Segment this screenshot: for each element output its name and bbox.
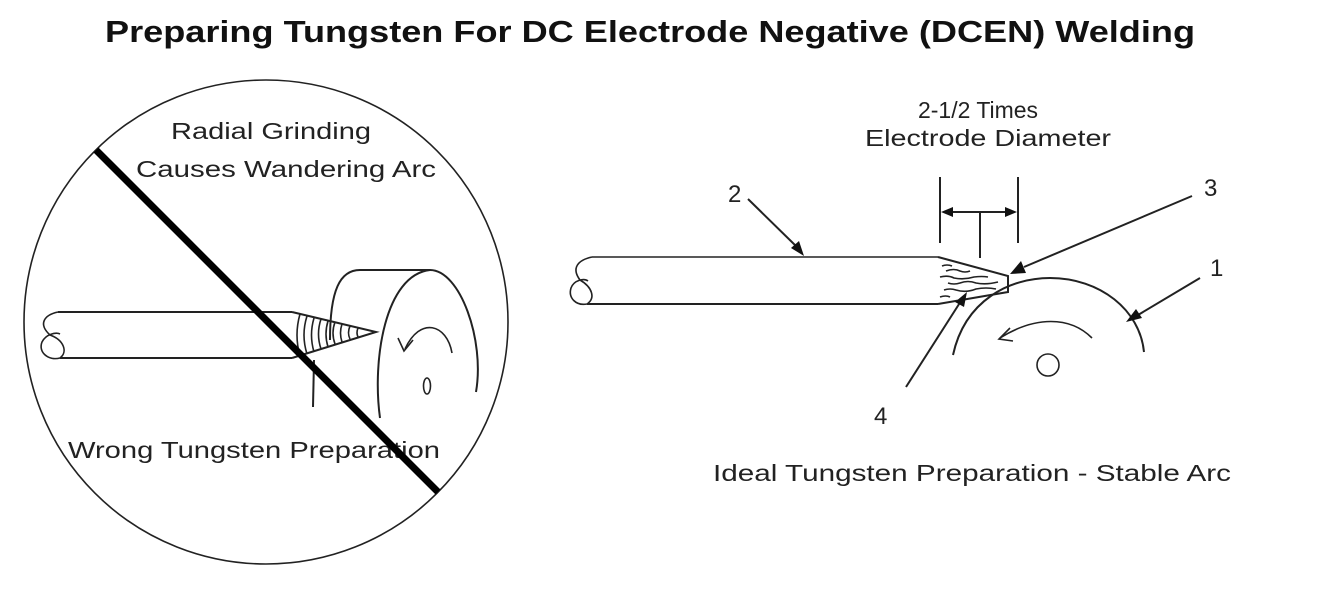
wrong-grinding-wheel — [312, 269, 479, 419]
rod-break-icon — [40, 311, 65, 360]
wrong-heading-line1: Radial Grinding — [171, 118, 371, 144]
prohibited-slash-icon — [93, 147, 441, 495]
wrong-heading-line2: Causes Wandering Arc — [136, 156, 436, 182]
dimension-bracket — [939, 177, 1019, 258]
ground-taper-tip — [937, 256, 1009, 305]
ideal-rotation-arrow-icon — [999, 320, 1093, 339]
prohibition-circle — [23, 79, 509, 565]
wheel-hub — [1036, 353, 1060, 377]
rod-break-icon — [569, 256, 593, 306]
wheel-hub — [422, 377, 432, 395]
diagram-title: Preparing Tungsten For DC Electrode Nega… — [105, 14, 1195, 49]
ideal-caption: Ideal Tungsten Preparation - Stable Arc — [713, 460, 1231, 486]
longitudinal-grind-marks — [939, 264, 999, 298]
ideal-electrode-rod — [569, 256, 1009, 306]
callout-number-3: 3 — [1204, 175, 1217, 202]
dimension-arrow-right-icon — [1005, 207, 1017, 217]
dimension-label-line1: 2-1/2 Times — [918, 97, 1038, 123]
callout-arrow-icon — [791, 241, 804, 256]
wrong-rotation-arrow-icon — [404, 326, 453, 354]
wrong-electrode-rod — [40, 311, 380, 360]
radial-ground-tip — [291, 311, 380, 359]
wrong-caption: Wrong Tungsten Preparation — [68, 437, 440, 463]
callout-arrow-icon — [1010, 261, 1026, 274]
callout-2: 2 — [728, 181, 804, 256]
ideal-preparation-panel: 2-1/2 Times Electrode Diameter — [569, 97, 1231, 486]
callout-number-4: 4 — [874, 403, 887, 430]
callout-arrow-icon — [955, 292, 967, 307]
ideal-grinding-wheel — [952, 276, 1145, 377]
dimension-arrow-left-icon — [941, 207, 953, 217]
callout-arrow-icon — [1126, 309, 1142, 322]
dimension-label-line2: Electrode Diameter — [865, 125, 1111, 151]
callout-3: 3 — [1010, 175, 1217, 274]
callout-number-1: 1 — [1210, 255, 1223, 282]
callout-1: 1 — [1126, 255, 1223, 322]
wrong-preparation-panel: Radial Grinding Causes Wandering Arc — [23, 79, 509, 565]
callout-number-2: 2 — [728, 181, 741, 208]
callout-4: 4 — [874, 292, 967, 430]
